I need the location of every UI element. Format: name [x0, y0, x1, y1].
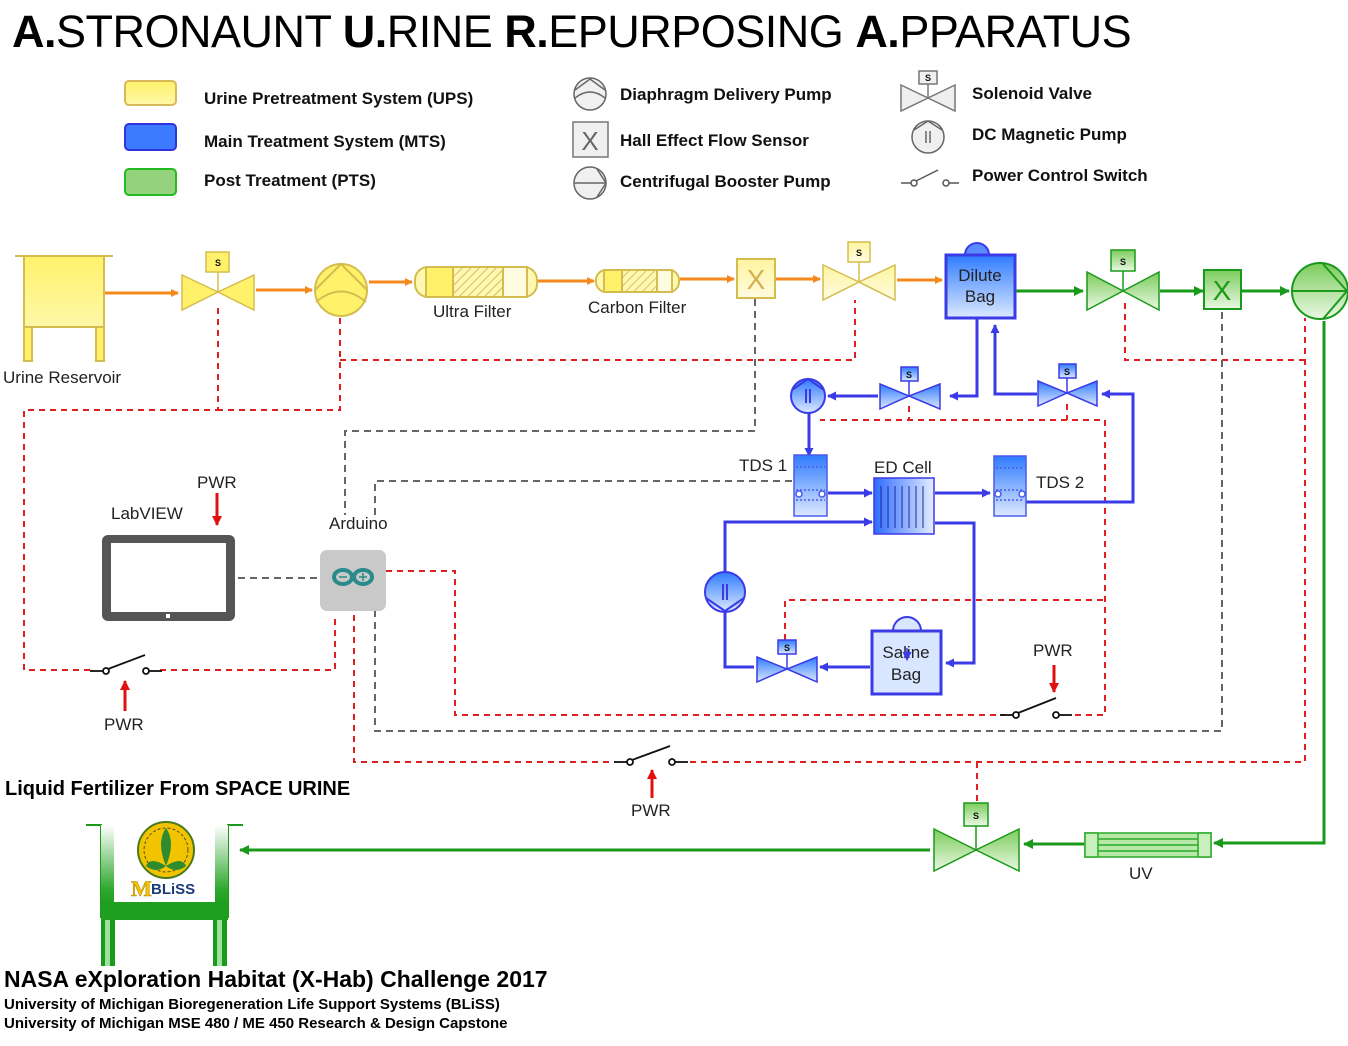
fertilizer-caption: Liquid Fertilizer From SPACE URINE	[5, 778, 351, 800]
legend-label-mts: Main Treatment System (MTS)	[204, 132, 446, 151]
title-initial-3: R.	[504, 6, 549, 57]
power-lines	[23, 300, 1306, 803]
solenoid-letter: S	[906, 370, 912, 380]
urine-reservoir	[15, 255, 113, 362]
legend-swatch-ups	[124, 80, 177, 106]
power-switch-1[interactable]	[90, 654, 162, 675]
title-initial-2: U.	[342, 6, 388, 57]
legend-label-flow-sensor: Hall Effect Flow Sensor	[620, 131, 809, 150]
carbon-filter-label: Carbon Filter	[588, 298, 687, 317]
carbon-filter	[595, 269, 680, 293]
tds-sensor-1	[793, 454, 828, 517]
solenoid-letter: S	[925, 73, 931, 83]
pwr-label-switch-2: PWR	[1033, 641, 1073, 660]
title-word-2: RINE	[386, 6, 493, 57]
legend-label-magnetic-pump: DC Magnetic Pump	[972, 125, 1127, 144]
diaphragm-pump[interactable]	[314, 262, 368, 317]
dilute-bag-label-2: Bag	[965, 287, 995, 306]
challenge-title: NASA eXploration Habitat (X-Hab) Challen…	[4, 966, 548, 992]
magnetic-pump-icon	[911, 120, 945, 154]
legend-label-diaphragm-pump: Diaphragm Delivery Pump	[620, 85, 832, 104]
mbliss-logo-text: BLiSS	[151, 881, 195, 898]
magnetic-pump-2[interactable]	[704, 571, 746, 613]
solenoid-letter: S	[973, 811, 979, 821]
pwr-label-labview: PWR	[197, 473, 237, 492]
legend-swatch-mts	[124, 123, 177, 151]
signal-lines	[238, 299, 1223, 732]
flow-sensor-letter: X	[1213, 275, 1232, 306]
flow-sensor-icon: X	[572, 121, 609, 158]
legend-label-power-switch: Power Control Switch	[972, 166, 1148, 185]
solenoid-valve-pts-2[interactable]	[933, 802, 1020, 873]
team-line-1: University of Michigan Bioregeneration L…	[4, 996, 500, 1013]
solenoid-letter: S	[215, 258, 221, 268]
power-switch-3[interactable]	[614, 745, 688, 766]
pwr-label-switch-1: PWR	[104, 715, 144, 734]
pts-flow-lines	[239, 286, 1326, 855]
solenoid-letter: S	[1120, 257, 1126, 267]
saline-bag-label-2: Bag	[891, 665, 921, 684]
flow-sensor-ups: X	[736, 258, 776, 299]
tds-sensor-2	[993, 455, 1027, 517]
title-word-1: STRONAUNT	[56, 6, 331, 57]
saline-bag-label-1: Saline	[882, 643, 929, 662]
fertilizer-tank	[86, 824, 243, 966]
labview-label: LabVIEW	[111, 504, 183, 523]
solenoid-valve-icon	[900, 70, 956, 113]
arduino-label: Arduino	[329, 514, 388, 533]
mts-flow-lines	[723, 318, 1135, 672]
pwr-label-switch-3: PWR	[631, 801, 671, 820]
power-switch-2[interactable]	[1000, 697, 1072, 719]
page-title: A.STRONAUNT U.RINE R.EPURPOSING A.PPARAT…	[12, 6, 1132, 58]
tds-sensor-2-label: TDS 2	[1036, 473, 1084, 492]
legend-swatch-pts	[124, 168, 177, 196]
power-arrows	[120, 493, 1059, 798]
solenoid-letter: S	[784, 643, 790, 653]
flow-sensor-pts: X	[1203, 269, 1242, 310]
magnetic-pump-1[interactable]	[790, 377, 826, 414]
solenoid-valve-mts-1[interactable]	[879, 366, 941, 411]
legend: Urine Pretreatment System (UPS) Main Tre…	[124, 70, 1148, 200]
labview-tablet-icon	[102, 535, 235, 621]
ed-cell	[873, 477, 935, 535]
legend-label-centrifugal-pump: Centrifugal Booster Pump	[620, 172, 831, 191]
solenoid-valve-mts-2[interactable]	[1037, 363, 1098, 408]
saline-bag: Saline Bag	[870, 616, 943, 696]
ups-flow-lines	[104, 275, 943, 297]
dilute-bag-label-1: Dilute	[958, 266, 1001, 285]
solenoid-valve-ups-1[interactable]	[181, 251, 255, 312]
title-initial-4: A.	[855, 6, 900, 57]
dilute-bag: Dilute Bag	[944, 242, 1017, 320]
legend-label-pts: Post Treatment (PTS)	[204, 171, 376, 190]
diaphragm-pump-icon	[573, 77, 607, 111]
title-word-3: EPURPOSING	[548, 6, 844, 57]
title-word-4: PPARATUS	[899, 6, 1132, 57]
solenoid-letter: S	[1064, 367, 1070, 377]
solenoid-valve-mts-3[interactable]	[756, 639, 818, 684]
legend-label-ups: Urine Pretreatment System (UPS)	[204, 89, 473, 108]
centrifugal-pump-icon	[573, 166, 607, 200]
uv-sterilizer	[1084, 832, 1212, 858]
urine-reservoir-label: Urine Reservoir	[3, 368, 121, 387]
legend-label-solenoid-valve: Solenoid Valve	[972, 84, 1092, 103]
mbliss-logo-m: M	[131, 876, 152, 901]
flow-sensor-letter: X	[747, 264, 766, 295]
ed-cell-label: ED Cell	[874, 458, 932, 477]
ultra-filter-label: Ultra Filter	[433, 302, 512, 321]
centrifugal-pump[interactable]	[1291, 262, 1348, 320]
ultra-filter	[414, 266, 538, 298]
arduino-board-icon	[320, 550, 386, 611]
solenoid-valve-pts-1[interactable]	[1086, 249, 1160, 312]
flow-sensor-letter: X	[581, 126, 598, 156]
solenoid-valve-ups-2[interactable]	[822, 241, 896, 302]
power-switch-icon	[901, 169, 959, 187]
solenoid-letter: S	[856, 248, 862, 258]
team-line-2: University of Michigan MSE 480 / ME 450 …	[4, 1015, 508, 1032]
uv-label: UV	[1129, 864, 1153, 883]
mbliss-logo: M BLiSS	[131, 821, 195, 901]
tds-sensor-1-label: TDS 1	[739, 456, 787, 475]
title-initial-1: A.	[12, 6, 57, 57]
